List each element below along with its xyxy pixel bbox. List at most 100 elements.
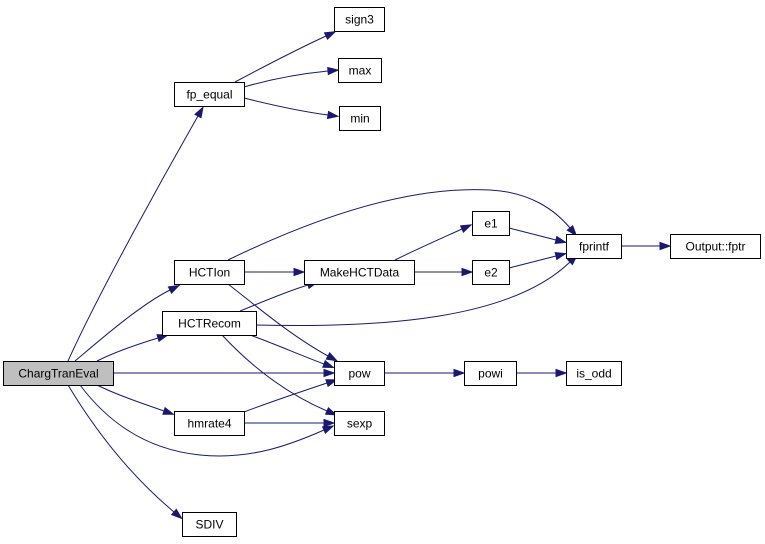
arrowhead-icon — [323, 31, 337, 41]
node-box — [334, 7, 385, 32]
arrowhead-icon — [325, 352, 339, 362]
arrowhead-icon — [327, 66, 340, 76]
node-e2[interactable]: e2 — [472, 260, 510, 285]
node-makehctdata[interactable]: MakeHCTData — [304, 260, 415, 285]
node-label: e2 — [484, 266, 498, 280]
edge-line — [234, 35, 327, 83]
node-label: ChargTranEval — [18, 367, 98, 381]
edge-chargtraneval-to-sdiv — [67, 384, 183, 520]
arrowhead-icon — [461, 267, 474, 277]
node-fp-equal[interactable]: fp_equal — [174, 82, 245, 107]
node-box — [334, 361, 385, 386]
arrowhead-icon — [659, 241, 672, 251]
node-label: SDIV — [195, 518, 223, 532]
arrowhead-icon — [324, 406, 338, 416]
edge-line — [239, 284, 309, 312]
node-hmrate4[interactable]: hmrate4 — [174, 411, 245, 436]
node-label: min — [350, 112, 369, 126]
node-min[interactable]: min — [339, 106, 381, 131]
node-box — [670, 234, 761, 259]
edge-makehctdata-to-e1 — [394, 224, 473, 261]
arrowhead-icon — [459, 224, 473, 234]
node-box — [174, 260, 245, 285]
node-fprintf[interactable]: fprintf — [566, 234, 622, 259]
edge-fp_equal-to-sign3 — [234, 31, 337, 83]
edge-fprintf-to-output_fptr — [620, 241, 672, 251]
edge-line — [243, 97, 329, 116]
node-powi[interactable]: powi — [464, 361, 517, 386]
node-label: fp_equal — [186, 88, 232, 102]
edge-hctrecom-to-makehctdata — [239, 281, 320, 312]
edge-line — [74, 289, 171, 362]
node-box — [464, 361, 517, 386]
node-is-odd[interactable]: is_odd — [566, 361, 622, 386]
node-sign3[interactable]: sign3 — [334, 7, 385, 32]
arrowhead-icon — [566, 224, 578, 237]
node-box — [566, 361, 622, 386]
edge-line — [96, 384, 165, 412]
edge-line — [508, 227, 557, 241]
edges-layer — [67, 31, 672, 520]
node-box — [182, 512, 237, 537]
node-e1[interactable]: e1 — [472, 211, 510, 236]
arrowhead-icon — [323, 368, 336, 378]
edge-line — [249, 334, 325, 365]
node-hction[interactable]: HCTIon — [174, 260, 245, 285]
node-chargtraneval[interactable]: ChargTranEval — [3, 361, 114, 386]
arrowhead-icon — [162, 406, 175, 415]
node-label: powi — [478, 367, 503, 381]
node-output-fptr[interactable]: Output::fptr — [670, 234, 761, 259]
edge-chargtraneval-to-pow — [113, 368, 336, 378]
edge-hctrecom-to-sexp — [221, 334, 338, 416]
edge-chargtraneval-to-hctrecom — [96, 334, 170, 362]
node-max[interactable]: max — [338, 58, 382, 83]
node-label: pow — [348, 367, 370, 381]
edge-hctrecom-to-pow — [249, 334, 335, 369]
edge-e1-to-fprintf — [508, 227, 568, 244]
edge-chargtraneval-to-hmrate4 — [96, 384, 175, 415]
edge-line — [227, 189, 571, 261]
node-label: e1 — [484, 217, 498, 231]
edge-hction-to-fprintf — [227, 189, 578, 261]
edge-e2-to-fprintf — [508, 252, 568, 269]
node-label: HCTIon — [189, 266, 230, 280]
nodes-layer: ChargTranEval fp_equal sign3 max minHCTIonHC… — [3, 7, 761, 537]
arrowhead-icon — [326, 110, 340, 120]
node-box — [472, 260, 510, 285]
node-label: sexp — [347, 417, 373, 431]
node-sdiv[interactable]: SDIV — [182, 512, 237, 537]
edge-line — [221, 334, 328, 412]
edge-line — [255, 261, 571, 327]
arrowhead-icon — [323, 418, 336, 428]
node-pow[interactable]: pow — [334, 361, 385, 386]
node-box — [174, 82, 245, 107]
arrowhead-icon — [453, 368, 466, 378]
edge-line — [79, 384, 325, 457]
edge-hction-to-pow — [227, 283, 339, 362]
arrowhead-icon — [170, 508, 183, 520]
edge-chargtraneval-to-fp_equal — [67, 105, 204, 362]
arrowhead-icon — [554, 235, 568, 244]
arrowhead-icon — [293, 267, 306, 277]
node-box — [339, 106, 381, 131]
node-label: Output::fptr — [685, 240, 745, 254]
node-hctrecom[interactable]: HCTRecom — [162, 311, 257, 336]
node-box — [162, 311, 257, 336]
arrowhead-icon — [322, 359, 335, 369]
node-label: fprintf — [579, 240, 610, 254]
edge-chargtraneval-to-sexp — [79, 384, 335, 457]
arrowhead-icon — [167, 284, 181, 294]
edge-line — [67, 115, 199, 362]
edge-hmrate4-to-pow — [243, 379, 338, 413]
edge-line — [508, 255, 557, 269]
edge-makehctdata-to-e2 — [414, 267, 474, 277]
arrowhead-icon — [321, 425, 335, 435]
node-sexp[interactable]: sexp — [334, 411, 385, 436]
edge-hmrate4-to-sexp — [244, 418, 336, 428]
edge-line — [227, 283, 329, 357]
node-box — [472, 211, 510, 236]
arrowhead-icon — [325, 379, 338, 388]
node-box — [338, 58, 382, 83]
edge-fp_equal-to-max — [243, 66, 340, 88]
